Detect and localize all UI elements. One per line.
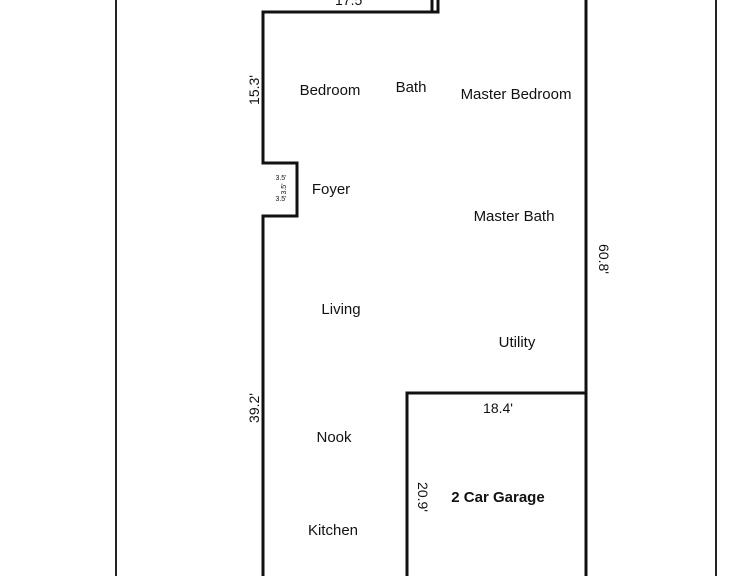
dim-right: 60.8' <box>596 244 612 274</box>
room-master-bath: Master Bath <box>474 208 555 225</box>
room-bedroom: Bedroom <box>300 82 361 99</box>
room-bath: Bath <box>396 79 427 96</box>
dim-foyer-width: 3.5' <box>281 183 288 194</box>
garage-outline <box>405 391 586 576</box>
room-kitchen: Kitchen <box>308 522 358 539</box>
room-nook: Nook <box>316 429 352 446</box>
room-living: Living <box>321 301 360 318</box>
room-utility: Utility <box>499 334 536 351</box>
room-master-bedroom: Master Bedroom <box>461 86 572 103</box>
dim-foyer-side-bottom: 3.5' <box>275 196 286 203</box>
room-garage: 2 Car Garage <box>451 489 544 506</box>
dim-top-partial: 17.5' <box>335 0 365 8</box>
room-foyer: Foyer <box>312 181 350 198</box>
dim-foyer-side-top: 3.5' <box>275 175 286 182</box>
dim-left-lower: 39.2' <box>246 393 262 423</box>
dim-left-upper: 15.3' <box>246 75 262 105</box>
dim-garage-depth: 20.9' <box>415 482 431 512</box>
dim-garage-width: 18.4' <box>483 400 513 416</box>
